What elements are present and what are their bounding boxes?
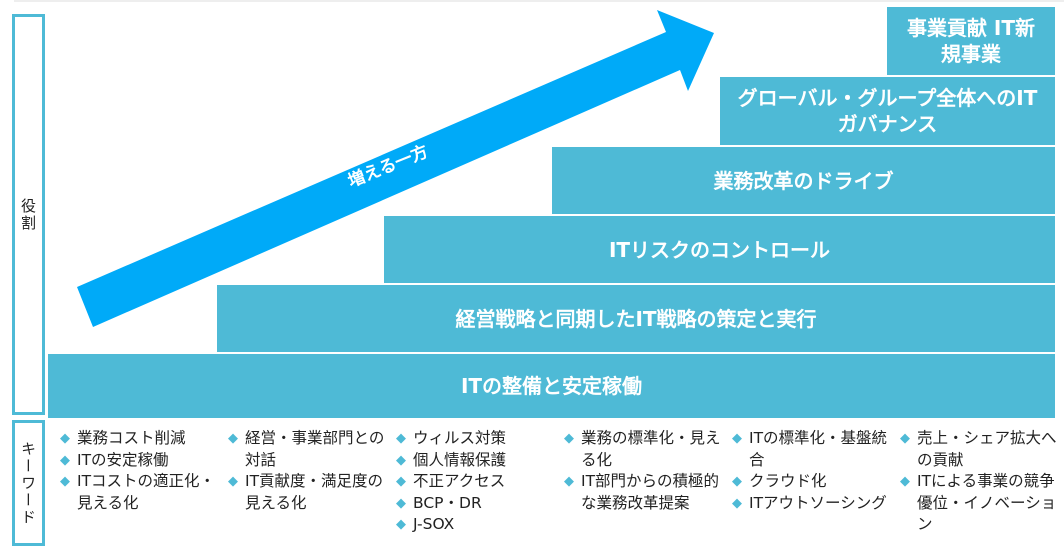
- top-divider: [14, 0, 1064, 2]
- keyword-label-box: キーワード: [12, 420, 45, 546]
- step-2-label: 経営戦略と同期したIT戦略の策定と実行: [455, 306, 817, 331]
- keyword-item: BCP・DR: [396, 493, 556, 515]
- step-6-label: 事業貢献 IT新規事業: [906, 16, 1036, 66]
- keyword-item: 経営・事業部門との対話: [228, 428, 388, 471]
- step-4: 業務改革のドライブ: [552, 147, 1055, 214]
- keyword-column: 業務コスト削減ITの安定稼働ITコストの適正化・見える化: [60, 428, 220, 514]
- keyword-item: J-SOX: [396, 514, 556, 536]
- keyword-item: IT貢献度・満足度の見える化: [228, 471, 388, 514]
- step-3: ITリスクのコントロール: [384, 216, 1055, 283]
- step-3-label: ITリスクのコントロール: [608, 237, 831, 262]
- step-5: グローバル・グループ全体へのITガバナンス: [720, 77, 1055, 145]
- keyword-item: IT部門からの積極的な業務改革提案: [564, 471, 724, 514]
- keyword-column: 経営・事業部門との対話IT貢献度・満足度の見える化: [228, 428, 388, 514]
- keyword-column: 業務の標準化・見える化IT部門からの積極的な業務改革提案: [564, 428, 724, 514]
- step-6: 事業貢献 IT新規事業: [887, 7, 1055, 75]
- keyword-item: ITによる事業の競争優位・イノベーション: [900, 471, 1060, 536]
- step-1: ITの整備と安定稼働: [48, 354, 1055, 418]
- role-label-box: 役割: [12, 14, 45, 415]
- step-2: 経営戦略と同期したIT戦略の策定と実行: [217, 285, 1055, 352]
- keyword-column: 売上・シェア拡大への貢献ITによる事業の競争優位・イノベーション: [900, 428, 1060, 536]
- keyword-item: ITの標準化・基盤統合: [732, 428, 892, 471]
- keyword-item: ウィルス対策: [396, 428, 556, 450]
- keyword-item: ITアウトソーシング: [732, 493, 892, 515]
- keyword-column: ウィルス対策個人情報保護不正アクセスBCP・DRJ-SOX: [396, 428, 556, 536]
- keyword-item: 不正アクセス: [396, 471, 556, 493]
- keyword-column: ITの標準化・基盤統合クラウド化ITアウトソーシング: [732, 428, 892, 514]
- keyword-item: 業務コスト削減: [60, 428, 220, 450]
- keyword-item: 業務の標準化・見える化: [564, 428, 724, 471]
- keyword-item: ITの安定稼働: [60, 450, 220, 472]
- keyword-label: キーワード: [19, 440, 37, 526]
- step-5-label: グローバル・グループ全体へのITガバナンス: [737, 86, 1038, 136]
- role-label: 役割: [19, 197, 37, 232]
- step-4-label: 業務改革のドライブ: [713, 168, 894, 193]
- keyword-item: 個人情報保護: [396, 450, 556, 472]
- arrow-shape: [77, 10, 714, 327]
- keyword-item: クラウド化: [732, 471, 892, 493]
- keyword-item: ITコストの適正化・見える化: [60, 471, 220, 514]
- step-1-label: ITの整備と安定稼働: [460, 374, 643, 398]
- keyword-item: 売上・シェア拡大への貢献: [900, 428, 1060, 471]
